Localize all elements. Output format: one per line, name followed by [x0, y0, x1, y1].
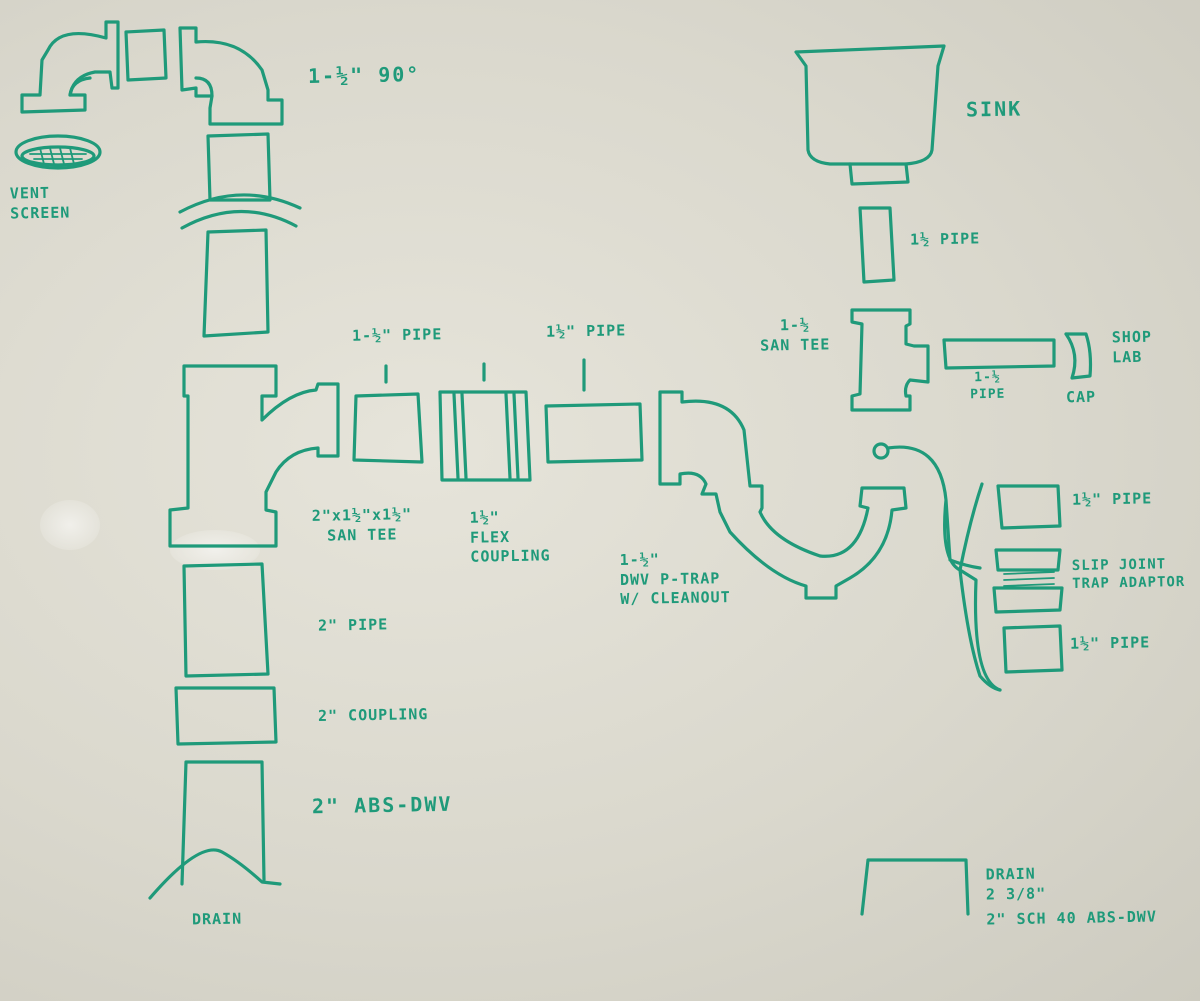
- slip-joint-adaptor: [992, 548, 1064, 614]
- vent-short-pipe: [124, 28, 168, 82]
- side-pipe: [942, 338, 1056, 370]
- break-mark: [178, 193, 302, 230]
- cleanout-plug: [872, 442, 890, 460]
- label-coupling-2in: 2" COUPLING: [317, 705, 429, 725]
- vent-stack-pipe-lower: [202, 228, 270, 338]
- vent-screen-drawing: [14, 134, 102, 170]
- bracket-right: [958, 482, 1002, 692]
- label-p-trap: 1-½" DWV P-TRAP W/ CLEANOUT: [619, 550, 731, 608]
- label-abs-dwv: 2" ABS-DWV: [311, 791, 453, 819]
- sink-pipe: [858, 206, 896, 284]
- pipe-horizontal-a: [352, 392, 424, 464]
- vent-elbow-right: [178, 26, 284, 126]
- label-cap: CAP: [1065, 387, 1097, 407]
- glare-left: [40, 500, 100, 550]
- drain-right-drawing: [860, 858, 970, 916]
- label-main-san-tee: 2"x1½"x1½" SAN TEE: [311, 505, 413, 545]
- label-sink: SINK: [965, 96, 1023, 122]
- cap-drawing: [1064, 332, 1093, 380]
- label-slip-joint: SLIP JOINT TRAP ADAPTOR: [1071, 556, 1186, 593]
- label-drain-right: DRAIN 2 3/8" 2" SCH 40 ABS-DWV: [985, 864, 1158, 929]
- coupling-2in: [174, 686, 278, 746]
- right-pipe-top: [996, 484, 1062, 530]
- label-right-pipe-top: 1½" PIPE: [1071, 489, 1153, 509]
- label-vent-90: 1-½" 90°: [307, 62, 421, 88]
- p-trap-drawing: [658, 390, 908, 600]
- label-side-pipe: 1-½ PIPE: [970, 369, 1006, 403]
- label-right-pipe-bottom: 1½" PIPE: [1069, 633, 1151, 653]
- abs-dwv-pipe: [148, 760, 282, 900]
- flex-coupling-drawing: [438, 390, 532, 482]
- sink-drawing: [794, 44, 946, 186]
- label-shop-lab: SHOP LAB: [1111, 327, 1153, 366]
- vent-elbow-left: [20, 20, 120, 114]
- label-pipe-top-a: 1-½" PIPE: [351, 325, 443, 345]
- label-flex-coupling: 1½" FLEX COUPLING: [469, 508, 551, 566]
- label-vent-screen: VENT SCREEN: [9, 183, 71, 223]
- label-pipe-top-b: 1½" PIPE: [545, 321, 627, 341]
- main-san-tee: [168, 364, 340, 548]
- vent-stack-pipe-upper: [206, 132, 272, 202]
- small-san-tee: [850, 308, 930, 412]
- label-drain-left: DRAIN: [191, 909, 243, 929]
- pipe-2in: [182, 562, 270, 678]
- label-sink-pipe: 1½ PIPE: [909, 229, 981, 249]
- right-pipe-bottom: [1002, 624, 1064, 674]
- label-small-san-tee: 1-½ SAN TEE: [760, 315, 831, 355]
- label-pipe-2in: 2" PIPE: [317, 615, 389, 635]
- cleanout-line: [886, 445, 1002, 692]
- pipe-horizontal-b: [544, 402, 644, 464]
